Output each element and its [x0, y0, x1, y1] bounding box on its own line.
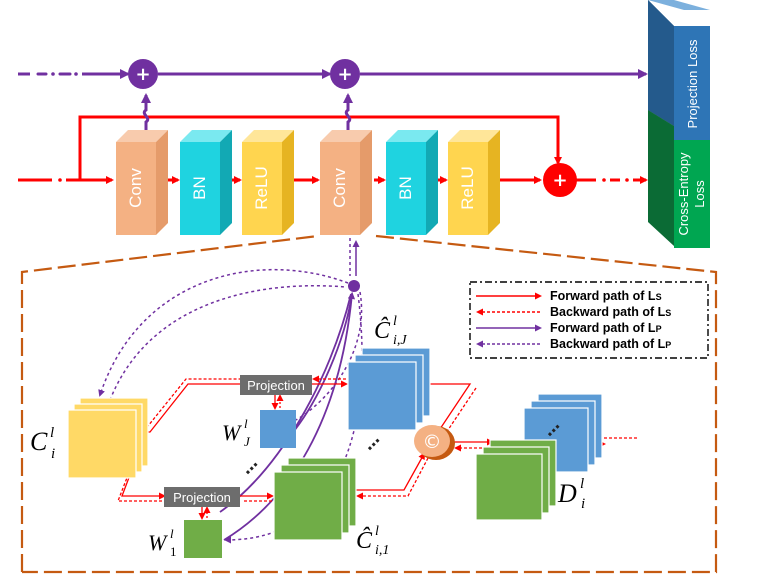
conv-block-2: Conv — [320, 130, 372, 235]
chat-ij-feature-stack — [347, 347, 431, 431]
svg-text:©: © — [423, 431, 442, 453]
projection-box-top: Projection — [240, 375, 312, 395]
purple-curve-wj — [289, 292, 355, 437]
relu-label-1: ReLU — [252, 166, 271, 209]
purple-conv2-to-plus — [343, 93, 353, 130]
relu-block-2: ReLU — [448, 130, 500, 235]
svg-text:C: C — [30, 427, 48, 456]
conv-label-1: Conv — [126, 168, 145, 208]
concat-node: © — [414, 425, 455, 460]
svg-text:i: i — [581, 496, 585, 512]
legend-backward-lp: Backward path of LP — [476, 337, 671, 351]
conv-label-2: Conv — [330, 168, 349, 208]
relu-label-2: ReLU — [458, 166, 477, 209]
purple-curve-back-wj — [295, 291, 363, 421]
wj-weight — [260, 410, 296, 448]
purple-merge-node — [348, 280, 360, 292]
svg-text:W: W — [148, 530, 168, 555]
purple-conv1-to-plus — [141, 93, 151, 130]
label-w-j: W l J — [222, 416, 251, 449]
zoom-border — [20, 234, 718, 574]
svg-text:i,J: i,J — [393, 333, 407, 348]
projection-loss-face — [674, 26, 710, 140]
svg-text:+: + — [552, 170, 567, 191]
cross-entropy-label-1: Cross-Entropy — [676, 152, 691, 236]
purple-curve-from-ci — [109, 284, 347, 401]
di-green-stack — [475, 439, 557, 521]
svg-text:+: + — [337, 64, 352, 85]
legend: Forward path of LS Backward path of LS F… — [469, 281, 709, 359]
svg-text:l: l — [244, 416, 248, 431]
svg-text:+: + — [135, 64, 150, 85]
label-w-1: W l 1 — [148, 526, 177, 559]
svg-text:Projection: Projection — [173, 490, 231, 505]
svg-text:Forward path of LS: Forward path of LS — [550, 289, 662, 303]
legend-backward-ls: Backward path of LS — [476, 305, 671, 319]
svg-text:l: l — [50, 425, 54, 441]
svg-text:Projection: Projection — [247, 378, 305, 393]
ci-feature-stack — [67, 397, 149, 479]
legend-forward-ls: Forward path of LS — [476, 289, 662, 303]
svg-text:l: l — [375, 524, 379, 539]
svg-text:1: 1 — [170, 544, 177, 559]
red-skip-path — [78, 115, 562, 180]
bn-label-1: BN — [190, 176, 209, 200]
plus-node-2: + — [330, 59, 360, 89]
svg-text:W: W — [222, 420, 242, 445]
w1-weight — [184, 520, 222, 558]
bn-label-2: BN — [396, 176, 415, 200]
ellipsis-2: ⋯ — [239, 456, 264, 481]
svg-text:l: l — [580, 476, 584, 492]
svg-text:Ĉ: Ĉ — [356, 527, 373, 554]
bn-block-2: BN — [386, 130, 438, 235]
label-c-i: C l i — [30, 425, 55, 462]
conv-block-1: Conv — [116, 130, 168, 235]
projection-loss-label: Projection Loss — [685, 39, 700, 128]
label-chat-i1: Ĉ l i,1 — [356, 524, 389, 558]
legend-forward-lp: Forward path of LP — [476, 321, 662, 335]
label-d-i: D l i — [557, 476, 585, 512]
plus-node-1: + — [128, 59, 158, 89]
projection-box-bottom: Projection — [164, 487, 240, 507]
ellipsis-1: ⋯ — [361, 432, 386, 457]
svg-text:Ĉ: Ĉ — [374, 317, 391, 344]
purple-curve-w1 — [223, 292, 356, 541]
plus-node-3: + — [543, 163, 577, 197]
svg-text:Forward path of LP: Forward path of LP — [550, 321, 662, 335]
svg-text:i: i — [51, 446, 55, 462]
svg-text:Backward path of LS: Backward path of LS — [550, 305, 671, 319]
red-main-path — [18, 176, 648, 184]
relu-block-1: ReLU — [242, 130, 294, 235]
svg-text:l: l — [393, 314, 397, 329]
svg-text:i,1: i,1 — [375, 543, 389, 558]
purple-main-path — [18, 69, 648, 79]
chat-i1-feature-stack — [273, 457, 357, 541]
bn-block-1: BN — [180, 130, 232, 235]
svg-text:l: l — [170, 526, 174, 541]
loss-block: Projection Loss Cross-Entropy Loss — [648, 0, 710, 248]
purple-curve-chat1 — [219, 293, 352, 513]
svg-text:D: D — [557, 479, 577, 508]
svg-text:Backward path of LP: Backward path of LP — [550, 337, 671, 351]
label-chat-ij: Ĉ l i,J — [374, 314, 407, 348]
cross-entropy-label-2: Loss — [692, 180, 707, 208]
purple-curve-to-ci — [98, 268, 349, 397]
svg-text:J: J — [244, 434, 251, 449]
cross-entropy-loss-face — [674, 140, 710, 248]
